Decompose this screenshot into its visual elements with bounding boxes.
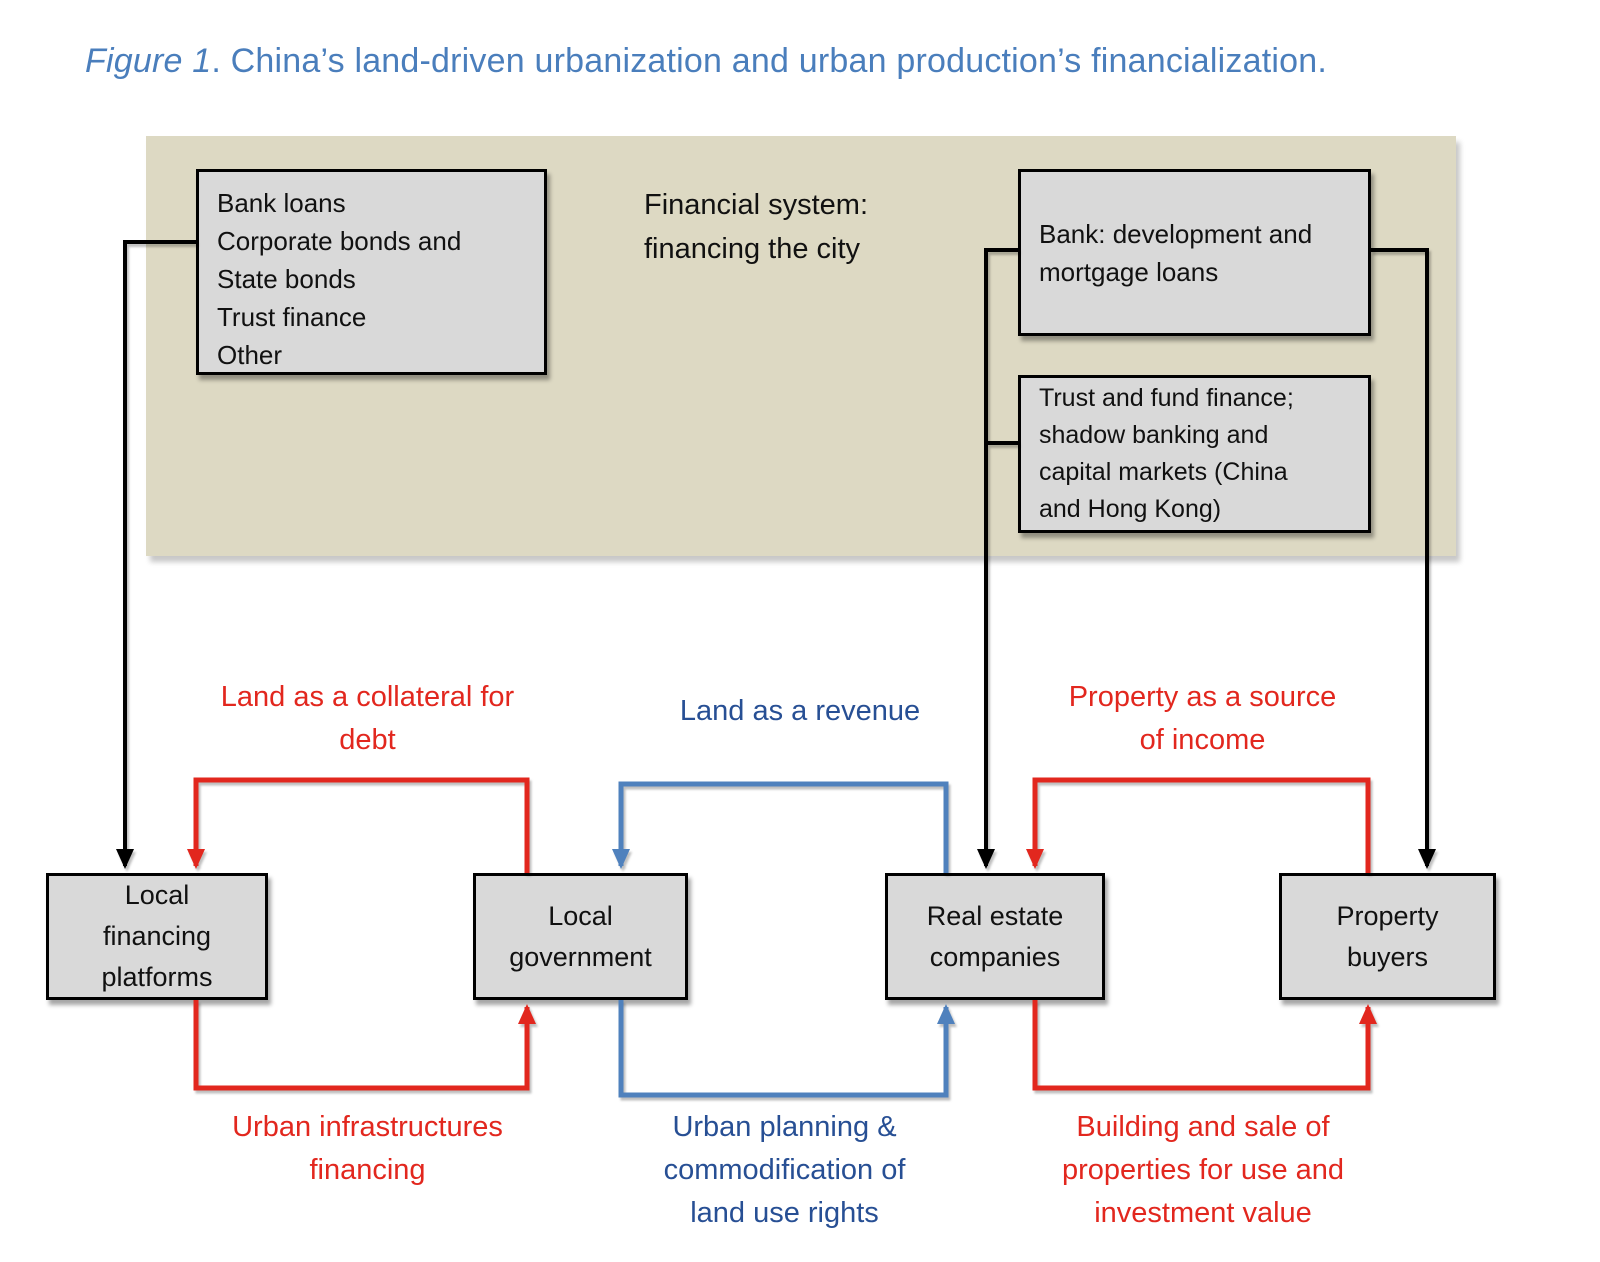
- flow-label-land-collateral: Land as a collateral for debt: [220, 681, 515, 756]
- flow-label-building-sale: Building and sale of properties for use …: [1061, 1111, 1345, 1229]
- bank-loans-box: Bank: development and mortgage loans: [1018, 169, 1371, 336]
- property-buyers-box: Property buyers: [1279, 873, 1496, 1000]
- bank-loans-text: Bank: development and mortgage loans: [1039, 218, 1313, 287]
- flow-label-urban-planning: Urban planning & commodification of land…: [663, 1111, 906, 1229]
- real-estate-companies-text: Real estate companies: [926, 900, 1064, 972]
- local-government-box: Local government: [473, 873, 688, 1000]
- local-financing-platforms-text: Local financing platforms: [101, 880, 213, 992]
- local-financing-platforms-box: Local financing platforms: [46, 873, 268, 1000]
- local-government-text: Local government: [509, 900, 652, 972]
- funding-sources-text: Bank loans Corporate bonds and State bon…: [217, 188, 462, 370]
- red-arrow-urban-infrastructures: [193, 1000, 536, 1091]
- red-arrow-building-sale: [1032, 1000, 1377, 1091]
- red-arrow-land-collateral: [187, 777, 530, 873]
- flow-label-land-revenue: Land as a revenue: [679, 695, 921, 727]
- blue-arrow-urban-planning: [618, 1000, 955, 1098]
- property-buyers-text: Property buyers: [1336, 900, 1439, 972]
- real-estate-companies-box: Real estate companies: [885, 873, 1105, 1000]
- financial-system-label: Financial system: financing the city: [644, 189, 869, 265]
- flow-label-property-income: Property as a source of income: [1068, 681, 1337, 756]
- figure-title-text: . China’s land-driven urbanization and u…: [211, 42, 1327, 80]
- figure-title: Figure 1. China’s land-driven urbanizati…: [85, 42, 1327, 81]
- figure-number-label: Figure 1: [85, 42, 212, 80]
- trust-fund-finance-text: Trust and fund finance; shadow banking a…: [1039, 384, 1294, 523]
- trust-fund-finance-box: Trust and fund finance; shadow banking a…: [1018, 375, 1371, 533]
- flow-label-urban-infrastructures: Urban infrastructures financing: [232, 1111, 503, 1186]
- funding-sources-box: Bank loans Corporate bonds and State bon…: [196, 169, 547, 375]
- red-arrow-property-income: [1026, 777, 1371, 873]
- blue-arrow-land-revenue: [612, 781, 949, 873]
